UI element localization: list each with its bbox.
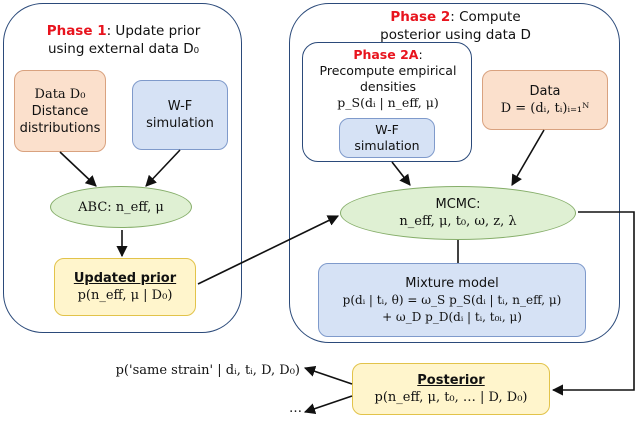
phase2a-wf-line-1: W-F [375,122,399,137]
phase1-wf-simulation-box: W-F simulation [132,80,228,150]
phase1-wf-line-1: W-F [167,99,193,114]
posterior-title: Posterior [417,373,485,388]
mcmc-node: MCMC: n_eff, μ, t₀, ω, z, λ [340,186,576,240]
phase2a-title-rest: : [418,47,423,62]
mixture-model-line-2: + ω_D p_D(dᵢ | tᵢ, t₀ᵢ, μ) [382,309,522,324]
phase1-wf-line-2: simulation [146,116,214,131]
output-ellipsis: … [289,401,302,416]
abc-node: ABC: n_eff, μ [50,186,192,228]
updated-prior-title: Updated prior [73,271,177,286]
phase2-title-rest: : Compute [450,9,521,25]
arrow-prior-to-mcmc [197,215,340,285]
mixture-model-box: Mixture model p(dᵢ | tᵢ, θ) = ω_S p_S(dᵢ… [318,263,586,337]
arrow-data-to-abc [59,151,97,187]
arrow-data-to-mcmc [511,129,545,186]
phase1-title-rest: : Update prior [106,23,201,39]
abc-label: ABC: n_eff, μ [78,199,164,215]
phase1-data-line-2: distributions [19,120,101,136]
phase1-data-title: Data D₀ [34,86,86,102]
phase1-data-line-1: Distance [31,103,89,119]
phase1-data-box: Data D₀ Distance distributions [14,70,106,152]
phase2a-line-1: Precompute empirical [319,63,457,78]
arrow-posterior-to-ellipsis [303,395,353,415]
phase2-title-line2: posterior using data D [380,27,531,43]
mixture-model-line-1: p(dᵢ | tᵢ, θ) = ω_S p_S(dᵢ | tᵢ, n_eff, … [342,292,562,307]
phase2-data-title: Data [529,84,561,99]
phase1-tag: Phase 1 [46,23,107,39]
arrow-mcmc-to-posterior [551,211,635,396]
phase2a-tag: Phase 2A [353,47,419,62]
phase2a-text: Phase 2A: Precompute empirical densities… [303,47,473,111]
arrow-wf-to-abc [145,149,181,187]
phase1-title: Phase 1: Update prior using external dat… [4,22,243,58]
output-same-strain: p('same strain' | dᵢ, tᵢ, D, D₀) [115,363,300,378]
arrow-posterior-to-same-strain [303,365,353,385]
mixture-model-title: Mixture model [405,275,499,291]
updated-prior-box: Updated prior p(n_eff, μ | D₀) [54,258,196,316]
mcmc-title: MCMC: [435,197,481,212]
phase2a-line-2: densities [359,79,417,94]
posterior-box: Posterior p(n_eff, μ, t₀, … | D, D₀) [352,363,550,415]
phase2a-wf-simulation-box: W-F simulation [339,118,435,158]
phase1-title-line2: using external data D₀ [47,41,200,57]
phase2-data-box: Data D = (dᵢ, tᵢ)ᵢ₌₁ᴺ [482,70,608,130]
mcmc-formula: n_eff, μ, t₀, ω, z, λ [399,214,517,229]
posterior-formula: p(n_eff, μ, t₀, … | D, D₀) [374,390,528,405]
phase2a-formula: p_S(dᵢ | n_eff, μ) [337,95,439,110]
updated-prior-formula: p(n_eff, μ | D₀) [77,288,173,303]
phase2-title: Phase 2: Compute posterior using data D [290,8,621,44]
arrow-phase2a-to-mcmc [391,161,411,186]
phase2-tag: Phase 2 [390,9,451,25]
phase2-data-formula: D = (dᵢ, tᵢ)ᵢ₌₁ᴺ [500,101,590,116]
phase2a-wf-line-2: simulation [354,138,420,153]
